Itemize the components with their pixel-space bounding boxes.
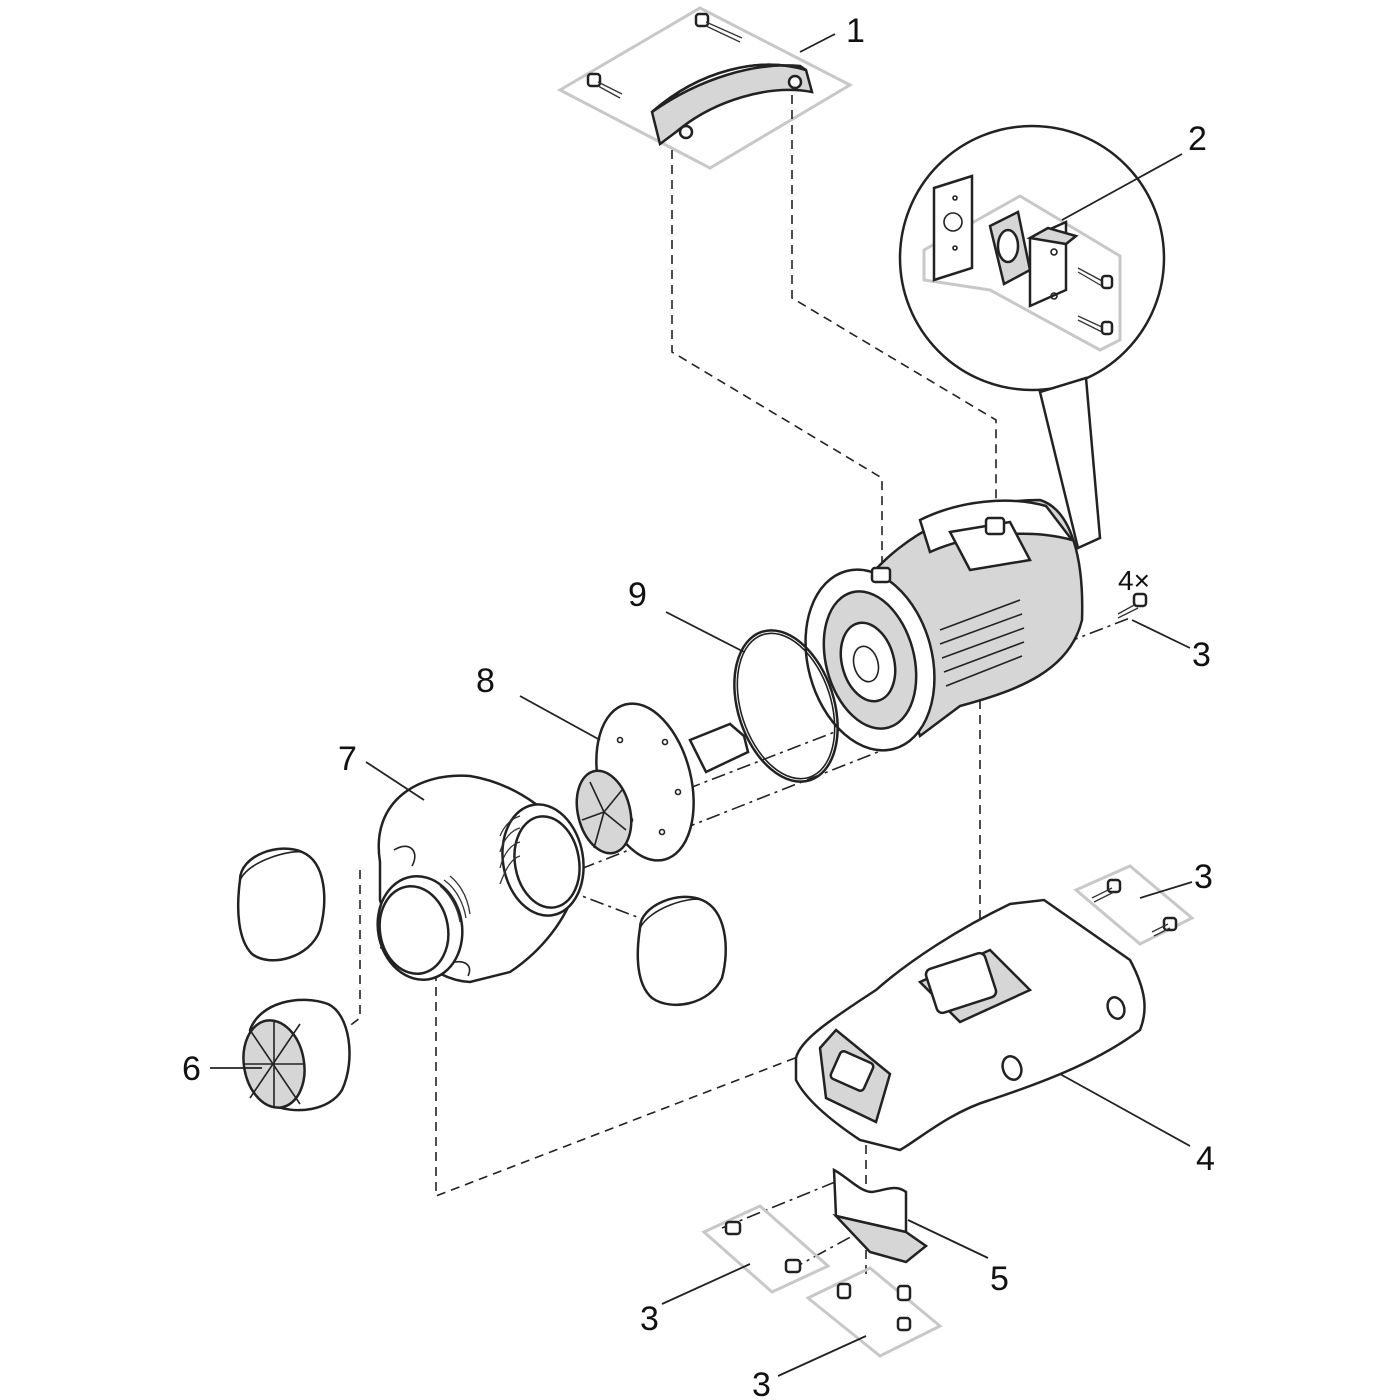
callout-3d: 3	[752, 1366, 771, 1400]
screw-2b	[1077, 315, 1114, 336]
callout-1: 1	[846, 12, 865, 50]
detail-connector	[1038, 376, 1102, 550]
callout-3b: 3	[1194, 858, 1213, 896]
kit-box-3b	[1073, 864, 1195, 946]
part-3-base-screws: 3	[1073, 858, 1213, 946]
handle	[650, 63, 814, 147]
callout-4: 4	[1196, 1140, 1215, 1178]
leader-3d	[777, 1335, 867, 1377]
callout-2: 2	[1188, 120, 1207, 158]
leader-3c	[661, 1263, 751, 1305]
outlet-thread	[499, 803, 585, 917]
leader-9	[665, 611, 745, 653]
callout-5: 5	[990, 1260, 1009, 1298]
part-8-rotor: 8	[476, 662, 750, 862]
part-3-bracket-screws-b: 3	[752, 1266, 943, 1400]
leader-1	[799, 33, 836, 53]
callout-3a: 3	[1192, 636, 1211, 674]
wall-plate	[932, 174, 974, 282]
part-1-handle-kit: 1	[556, 6, 865, 170]
callout-6: 6	[182, 1050, 201, 1088]
leader-2	[1061, 153, 1183, 221]
part-2-cable-clamp-detail: 2	[898, 120, 1207, 550]
leader-4	[1059, 1073, 1191, 1147]
part-3-bracket-screws-a: 3	[640, 1204, 831, 1338]
motor-housing	[804, 498, 1084, 752]
kit-box-3c	[701, 1204, 831, 1294]
callout-3c: 3	[640, 1300, 659, 1338]
inlet-thread	[376, 875, 471, 981]
callout-9: 9	[628, 576, 647, 614]
kit-box-3d	[805, 1266, 943, 1358]
part-9-o-ring: 9	[628, 576, 839, 783]
leader-7	[365, 761, 425, 801]
part-5-bracket: 5	[832, 1167, 1009, 1298]
callout-8: 8	[476, 662, 495, 700]
motor-fins	[939, 599, 1025, 687]
screw-1a	[694, 12, 743, 43]
quantity-4x: 4×	[1118, 565, 1150, 596]
leader-8	[519, 695, 601, 741]
callout-7: 7	[338, 740, 357, 778]
kit-box-2	[922, 194, 1122, 352]
leader-3b	[1139, 881, 1193, 899]
part-7-pump-housing: 7	[338, 740, 585, 984]
leader-5	[907, 1219, 989, 1259]
end-cap-left	[236, 847, 326, 962]
leader-3a	[1131, 619, 1191, 649]
part-6-strainer: 6	[182, 998, 351, 1112]
part-4-base: 4	[794, 898, 1215, 1178]
cable-grommet	[988, 210, 1032, 286]
screw-2a	[1077, 267, 1114, 290]
part-3-motor-screws: 4× 3	[1117, 565, 1211, 674]
end-cap-right	[636, 895, 727, 1007]
screw-1b	[586, 72, 623, 99]
clamp-block	[1026, 220, 1079, 308]
